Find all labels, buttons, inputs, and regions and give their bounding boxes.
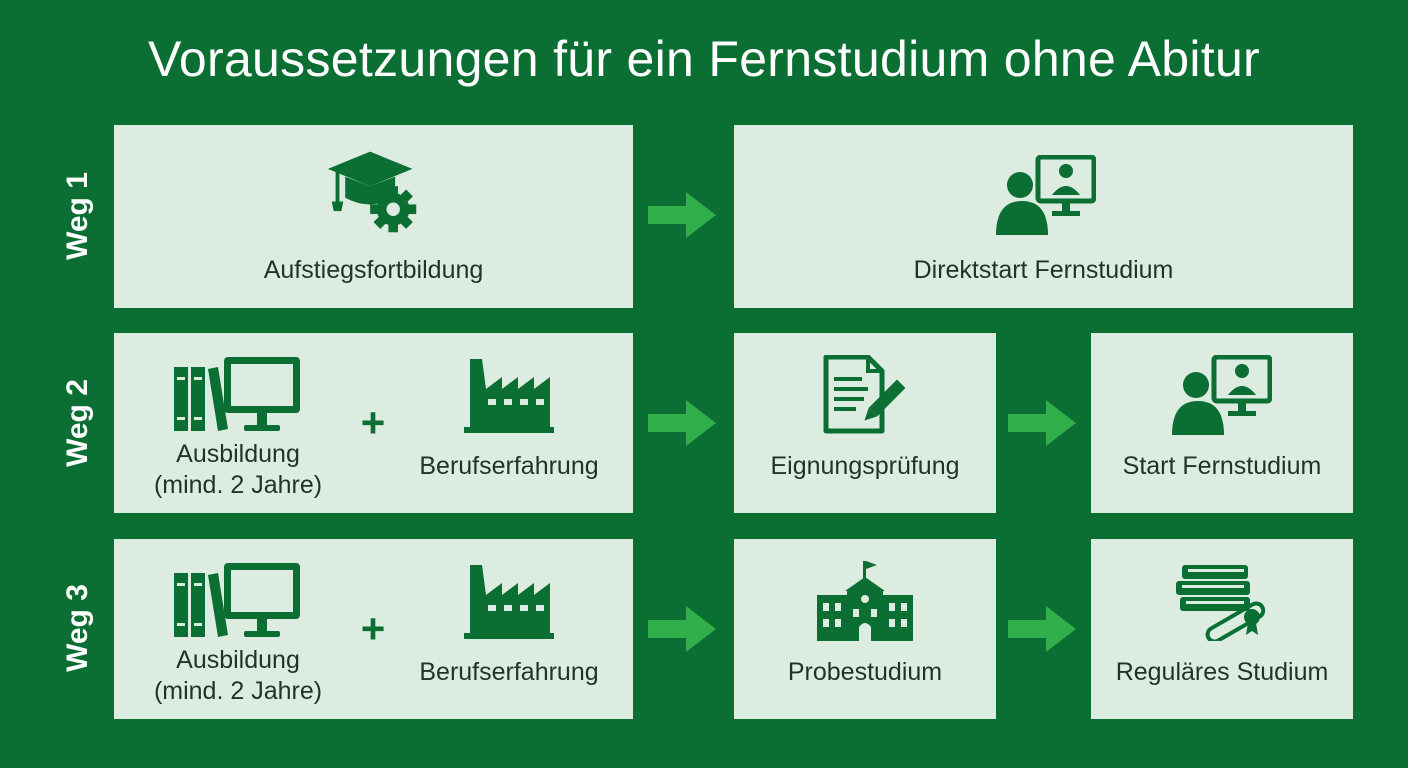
step-label: Eignungsprüfung bbox=[770, 452, 960, 480]
step-label-ausbildung: Ausbildung (mind. 2 Jahre) bbox=[153, 440, 323, 499]
step-label: Start Fernstudium bbox=[1122, 452, 1322, 480]
step-aufstiegsfortbildung: Aufstiegsfortbildung bbox=[114, 125, 633, 308]
step-ausbildung-berufserfahrung: Ausbildung (mind. 2 Jahre) + Berufserfah… bbox=[114, 539, 633, 719]
books-computer-icon bbox=[172, 561, 302, 641]
university-building-icon bbox=[815, 561, 915, 641]
arrow-icon bbox=[648, 398, 718, 448]
factory-icon bbox=[464, 561, 554, 641]
step-label-ausbildung: Ausbildung (mind. 2 Jahre) bbox=[153, 646, 323, 705]
step-regulaeres-studium: Reguläres Studium bbox=[1091, 539, 1353, 719]
step-ausbildung-berufserfahrung: Ausbildung (mind. 2 Jahre) + Berufserfah… bbox=[114, 333, 633, 513]
online-learning-icon bbox=[996, 155, 1096, 235]
step-direktstart-fernstudium: Direktstart Fernstudium bbox=[734, 125, 1353, 308]
arrow-icon bbox=[1008, 398, 1078, 448]
step-eignungspruefung: Eignungsprüfung bbox=[734, 333, 996, 513]
page-title: Voraussetzungen für ein Fernstudium ohne… bbox=[148, 31, 1260, 87]
books-computer-icon bbox=[172, 355, 302, 435]
step-probestudium: Probestudium bbox=[734, 539, 996, 719]
plus-sign: + bbox=[360, 399, 386, 446]
row-label-weg-1: Weg 1 bbox=[61, 172, 94, 260]
arrow-icon bbox=[648, 190, 718, 240]
step-label: Reguläres Studium bbox=[1115, 658, 1329, 686]
step-start-fernstudium: Start Fernstudium bbox=[1091, 333, 1353, 513]
document-pen-icon bbox=[820, 355, 910, 435]
row-label-weg-2: Weg 2 bbox=[61, 379, 94, 467]
plus-sign: + bbox=[360, 605, 386, 652]
row-label-weg-3: Weg 3 bbox=[61, 584, 94, 672]
step-label: Direktstart Fernstudium bbox=[913, 256, 1174, 284]
step-label: Probestudium bbox=[787, 658, 943, 686]
step-label: Aufstiegsfortbildung bbox=[263, 256, 484, 284]
books-diploma-icon bbox=[1172, 561, 1272, 641]
step-label-berufserfahrung: Berufserfahrung bbox=[419, 658, 599, 686]
arrow-icon bbox=[1008, 604, 1078, 654]
graduation-cap-gear-icon bbox=[326, 147, 422, 235]
step-label-berufserfahrung: Berufserfahrung bbox=[419, 452, 599, 480]
arrow-icon bbox=[648, 604, 718, 654]
factory-icon bbox=[464, 355, 554, 435]
online-learning-icon bbox=[1172, 355, 1272, 435]
